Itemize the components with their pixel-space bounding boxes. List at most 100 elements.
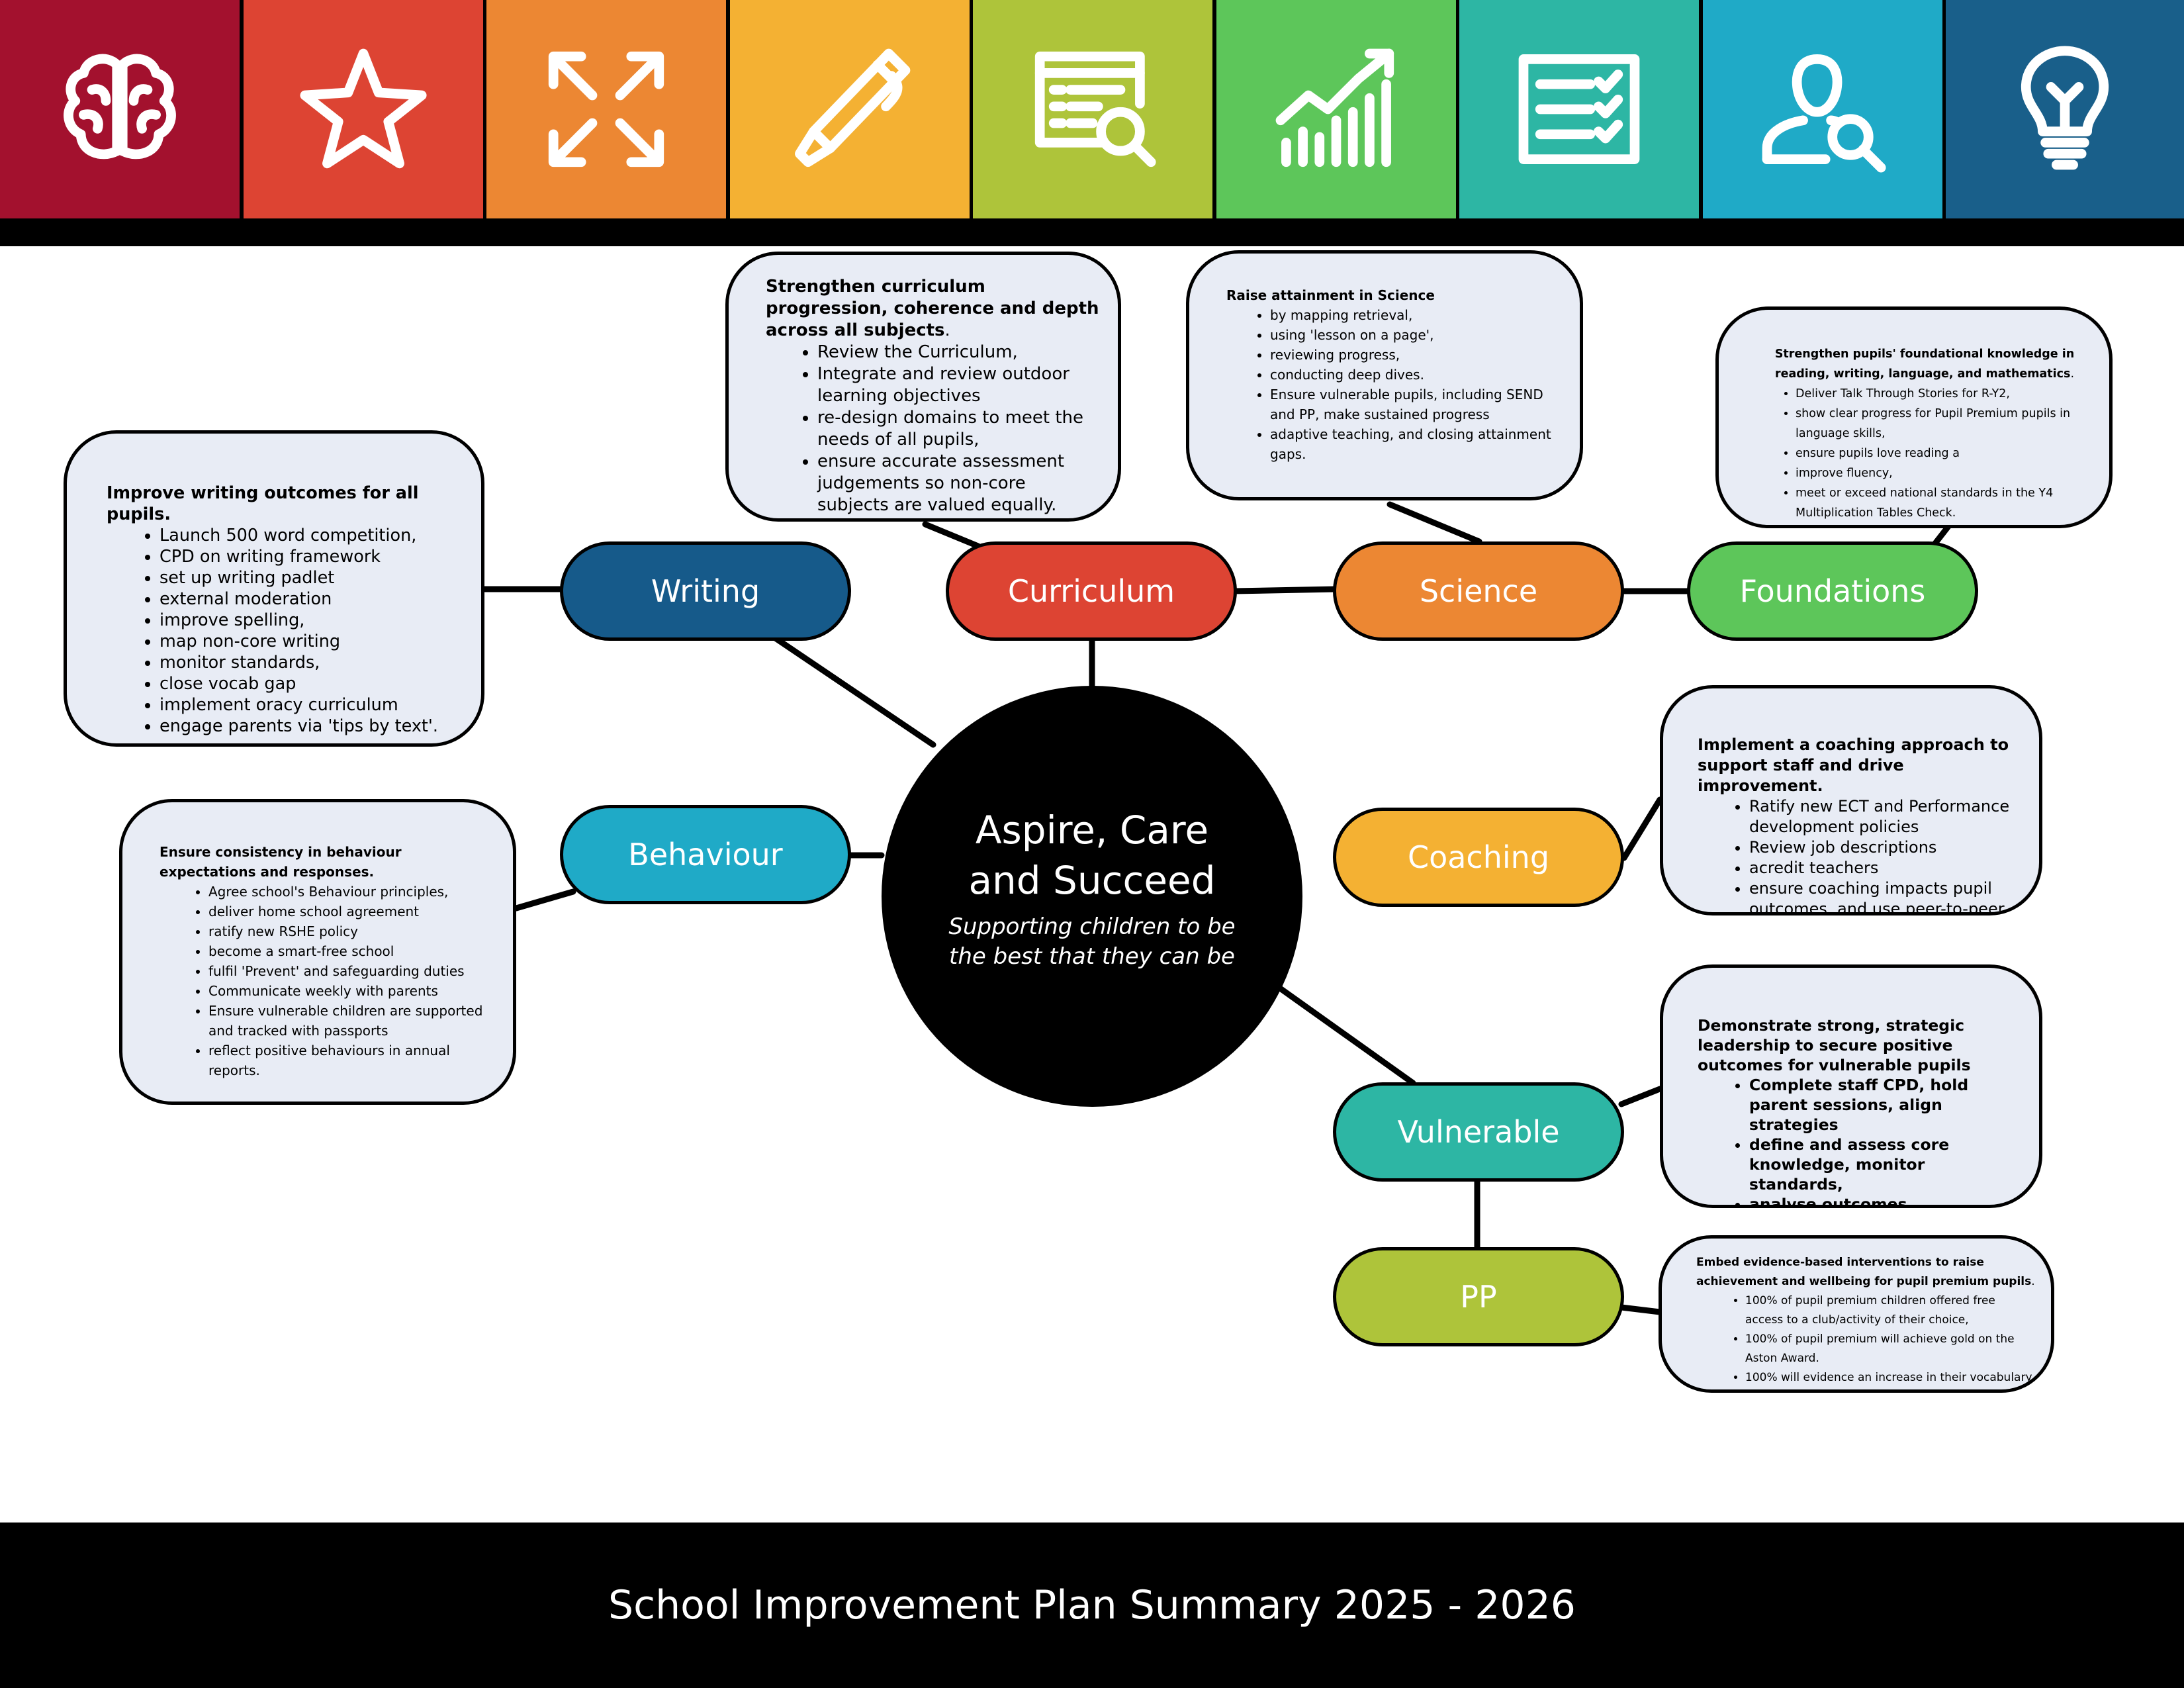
node-vulnerable: Vulnerable [1333,1082,1624,1182]
card-behaviour-item: Ensure vulnerable children are supported… [208,1001,497,1041]
card-science-item: adaptive teaching, and closing attainmen… [1270,424,1564,464]
card-curriculum-list: Review the Curriculum,Integrate and revi… [766,342,1102,516]
card-writing-item: improve spelling, [159,610,463,631]
card-coaching-item: Ratify new ECT and Performance developme… [1749,796,2023,837]
card-behaviour: Ensure consistency in behaviour expectat… [119,799,516,1105]
tile-doc-search [973,0,1212,218]
hub-title-line2: and Succeed [968,858,1216,903]
tile-growth [1216,0,1456,218]
card-writing-list: Launch 500 word competition,CPD on writi… [107,525,463,737]
card-science-item: conducting deep dives. [1270,365,1564,385]
card-foundations-item: improve fluency, [1796,463,2093,483]
card-vulnerable-item: define and assess core knowledge, monito… [1749,1135,2023,1194]
card-writing-heading: Improve writing outcomes for all pupils. [107,483,419,524]
card-coaching-item: acredit teachers [1749,858,2023,878]
card-foundations: Strengthen pupils' foundational knowledg… [1715,306,2113,528]
card-pp-heading: Embed evidence-based interventions to ra… [1696,1256,2035,1288]
node-foundations: Foundations [1687,541,1978,641]
central-hub: Aspire, Care and Succeed Supporting chil… [882,686,1302,1107]
card-curriculum: Strengthen curriculum progression, coher… [725,252,1121,522]
card-vulnerable-item: Complete staff CPD, hold parent sessions… [1749,1075,2023,1135]
card-science-item: by mapping retrieval, [1270,305,1564,325]
card-science-list: by mapping retrieval,using 'lesson on a … [1226,305,1564,464]
card-vulnerable-list: Complete staff CPD, hold parent sessions… [1698,1075,2023,1205]
card-pp-item: 100% of pupil premium will achieve gold … [1745,1330,2036,1368]
card-foundations-item: Deliver Talk Through Stories for R-Y2, [1796,384,2093,404]
card-behaviour-item: Agree school's Behaviour principles, [208,882,497,902]
node-coaching: Coaching [1333,808,1624,907]
node-pp-label: PP [1460,1279,1497,1315]
card-writing-item: close vocab gap [159,673,463,694]
node-vulnerable-label: Vulnerable [1397,1114,1560,1150]
tile-person-search [1703,0,1942,218]
card-writing-item: map non-core writing [159,631,463,652]
card-curriculum-heading: Strengthen curriculum progression, coher… [766,277,1099,340]
node-curriculum-label: Curriculum [1007,573,1175,609]
card-foundations-item: meet or exceed national standards in the… [1796,483,2093,523]
node-science: Science [1333,541,1624,641]
card-curriculum-item: re-design domains to meet the needs of a… [817,407,1102,451]
hub-title-line1: Aspire, Care [975,808,1209,853]
node-science-label: Science [1419,573,1538,609]
link-behaviour-card [513,888,576,912]
tile-checklist [1459,0,1699,218]
card-behaviour-item: fulfil 'Prevent' and safeguarding duties [208,961,497,981]
document-search-icon [1034,51,1156,167]
hub-subtitle-line1: Supporting children to be [948,914,1236,940]
card-science-item: Ensure vulnerable pupils, including SEND… [1270,385,1564,424]
icon-banner [0,0,2184,246]
card-coaching: Implement a coaching approach to support… [1660,685,2042,915]
node-foundations-label: Foundations [1739,573,1926,609]
brain-icon [64,54,176,160]
card-pp-list: 100% of pupil premium children offered f… [1696,1291,2036,1389]
link-vulnerable-card [1618,1086,1663,1107]
card-curriculum-item: Review the Curriculum, [817,342,1102,363]
card-behaviour-item: ratify new RSHE policy [208,921,497,941]
tile-lightbulb [1946,0,2184,218]
tile-pencil [730,0,970,218]
link-coaching-card [1621,796,1663,861]
card-behaviour-item: Communicate weekly with parents [208,981,497,1001]
card-behaviour-item: deliver home school agreement [208,902,497,921]
card-vulnerable: Demonstrate strong, strategic leadership… [1660,964,2042,1208]
growth-chart-icon [1275,48,1394,167]
person-search-icon [1762,54,1886,173]
card-coaching-item: ensure coaching impacts pupil outcomes, … [1749,878,2023,912]
card-behaviour-list: Agree school's Behaviour principles,deli… [159,882,497,1080]
card-vulnerable-heading: Demonstrate strong, strategic leadership… [1698,1016,1971,1074]
lightbulb-icon [2021,46,2109,170]
card-coaching-item: Review job descriptions [1749,837,2023,858]
card-curriculum-item: ensure accurate assessment judgements so… [817,451,1102,516]
node-behaviour: Behaviour [560,805,851,904]
hub-subtitle-line2: the best that they can be [949,943,1235,970]
card-coaching-list: Ratify new ECT and Performance developme… [1698,796,2023,912]
node-behaviour-label: Behaviour [628,837,783,872]
node-curriculum: Curriculum [946,541,1237,641]
card-pp-item: 100% of pupil premium children offered f… [1745,1291,2036,1330]
card-writing-item: external moderation [159,588,463,610]
card-foundations-heading: Strengthen pupils' foundational knowledg… [1774,348,2075,381]
card-writing-item: engage parents via 'tips by text'. [159,716,463,737]
card-writing-item: set up writing padlet [159,567,463,588]
card-pp-item: 100% will evidence an increase in their … [1745,1368,2036,1389]
tile-expand [486,0,726,218]
card-foundations-item: ensure pupils love reading a [1796,444,2093,463]
star-icon [300,48,427,169]
card-vulnerable-item: analyse outcomes, [1749,1194,2023,1205]
link-pp-card [1618,1304,1663,1315]
card-foundations-item: show clear progress for Pupil Premium pu… [1796,404,2093,444]
card-behaviour-item: become a smart-free school [208,941,497,961]
card-writing-item: implement oracy curriculum [159,694,463,716]
card-writing-item: Launch 500 word competition, [159,525,463,546]
card-foundations-list: Deliver Talk Through Stories for R-Y2,sh… [1756,384,2093,523]
card-curriculum-item: Integrate and review outdoor learning ob… [817,363,1102,407]
card-science-heading: Raise attainment in Science [1226,287,1435,303]
card-behaviour-heading: Ensure consistency in behaviour expectat… [159,844,402,880]
pencil-icon [795,48,911,167]
node-writing-label: Writing [651,573,760,609]
card-science-item: reviewing progress, [1270,345,1564,365]
card-science-item: using 'lesson on a page', [1270,325,1564,345]
card-writing-item: monitor standards, [159,652,463,673]
link-science-card [1387,501,1482,545]
